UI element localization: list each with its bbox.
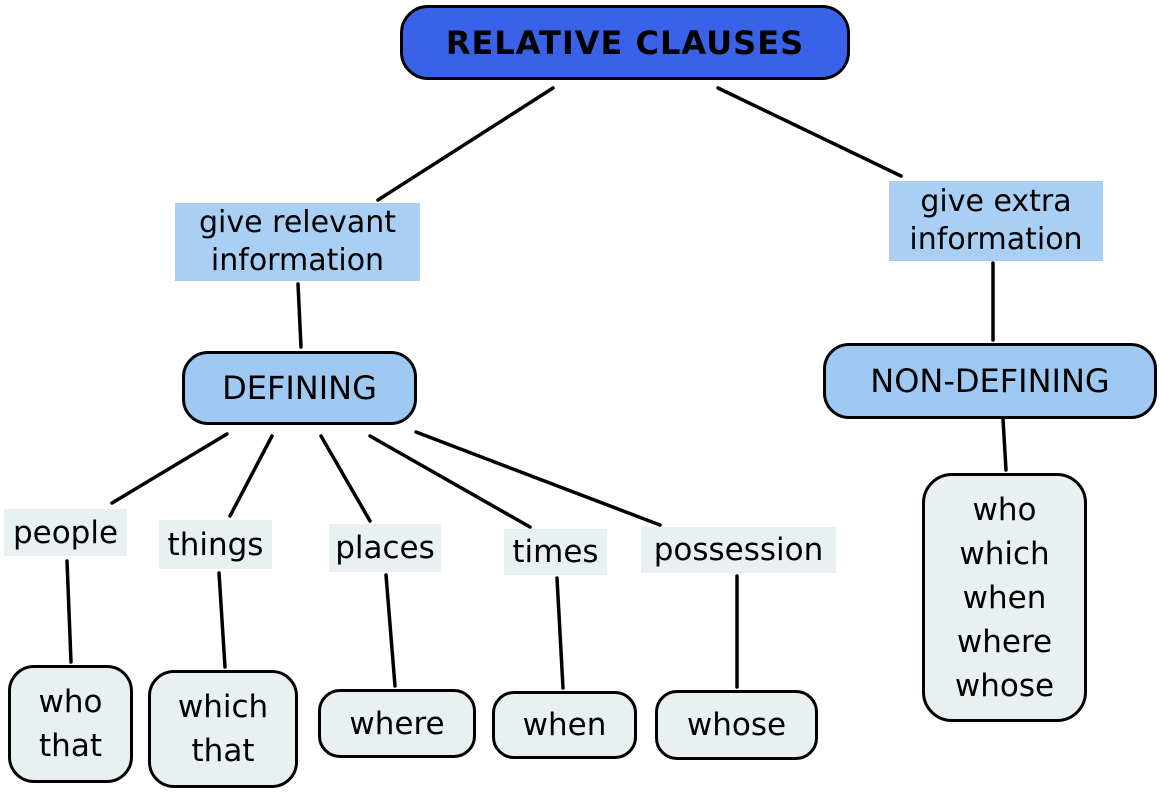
edge-defining-to-places bbox=[319, 434, 372, 523]
defining-node: DEFINING bbox=[182, 351, 417, 425]
category-label-possession: possession bbox=[641, 527, 836, 573]
root-node-relative-clauses: RELATIVE CLAUSES bbox=[400, 5, 850, 80]
category-label-people: people bbox=[4, 509, 127, 556]
edge-defining-to-possession bbox=[414, 430, 662, 527]
pronoun-box-possession: whose bbox=[655, 690, 818, 760]
edge-root-to-nondefining-desc bbox=[716, 86, 903, 178]
category-label-places: places bbox=[329, 524, 441, 572]
edge-defining-to-things bbox=[228, 434, 274, 518]
pronoun-box-places: where bbox=[318, 689, 476, 758]
edge-times-to-when bbox=[555, 576, 565, 690]
edge-places-to-where bbox=[384, 573, 397, 688]
pronoun-box-times: when bbox=[492, 691, 637, 759]
category-label-times: times bbox=[504, 529, 607, 575]
root-label: RELATIVE CLAUSES bbox=[445, 23, 805, 62]
category-label-things: things bbox=[159, 520, 272, 569]
nondefining-node: NON-DEFINING bbox=[823, 343, 1157, 419]
edge-defining-to-times bbox=[368, 434, 532, 529]
category-people-text: people bbox=[12, 514, 119, 551]
nondefining-label: NON-DEFINING bbox=[870, 362, 1110, 400]
category-possession-text: possession bbox=[653, 532, 824, 568]
category-things-text: things bbox=[167, 526, 264, 563]
edge-things-to-which-that bbox=[217, 571, 227, 669]
defining-label: DEFINING bbox=[222, 369, 377, 407]
category-places-text: places bbox=[335, 530, 435, 566]
edge-root-to-defining-desc bbox=[376, 86, 555, 202]
edge-nondefining-to-pronoun-list bbox=[1001, 417, 1008, 472]
edge-people-to-who-that bbox=[65, 559, 73, 664]
category-times-text: times bbox=[512, 534, 599, 570]
edge-defining-to-people bbox=[110, 432, 229, 505]
edge-desc-to-defining bbox=[296, 282, 303, 349]
